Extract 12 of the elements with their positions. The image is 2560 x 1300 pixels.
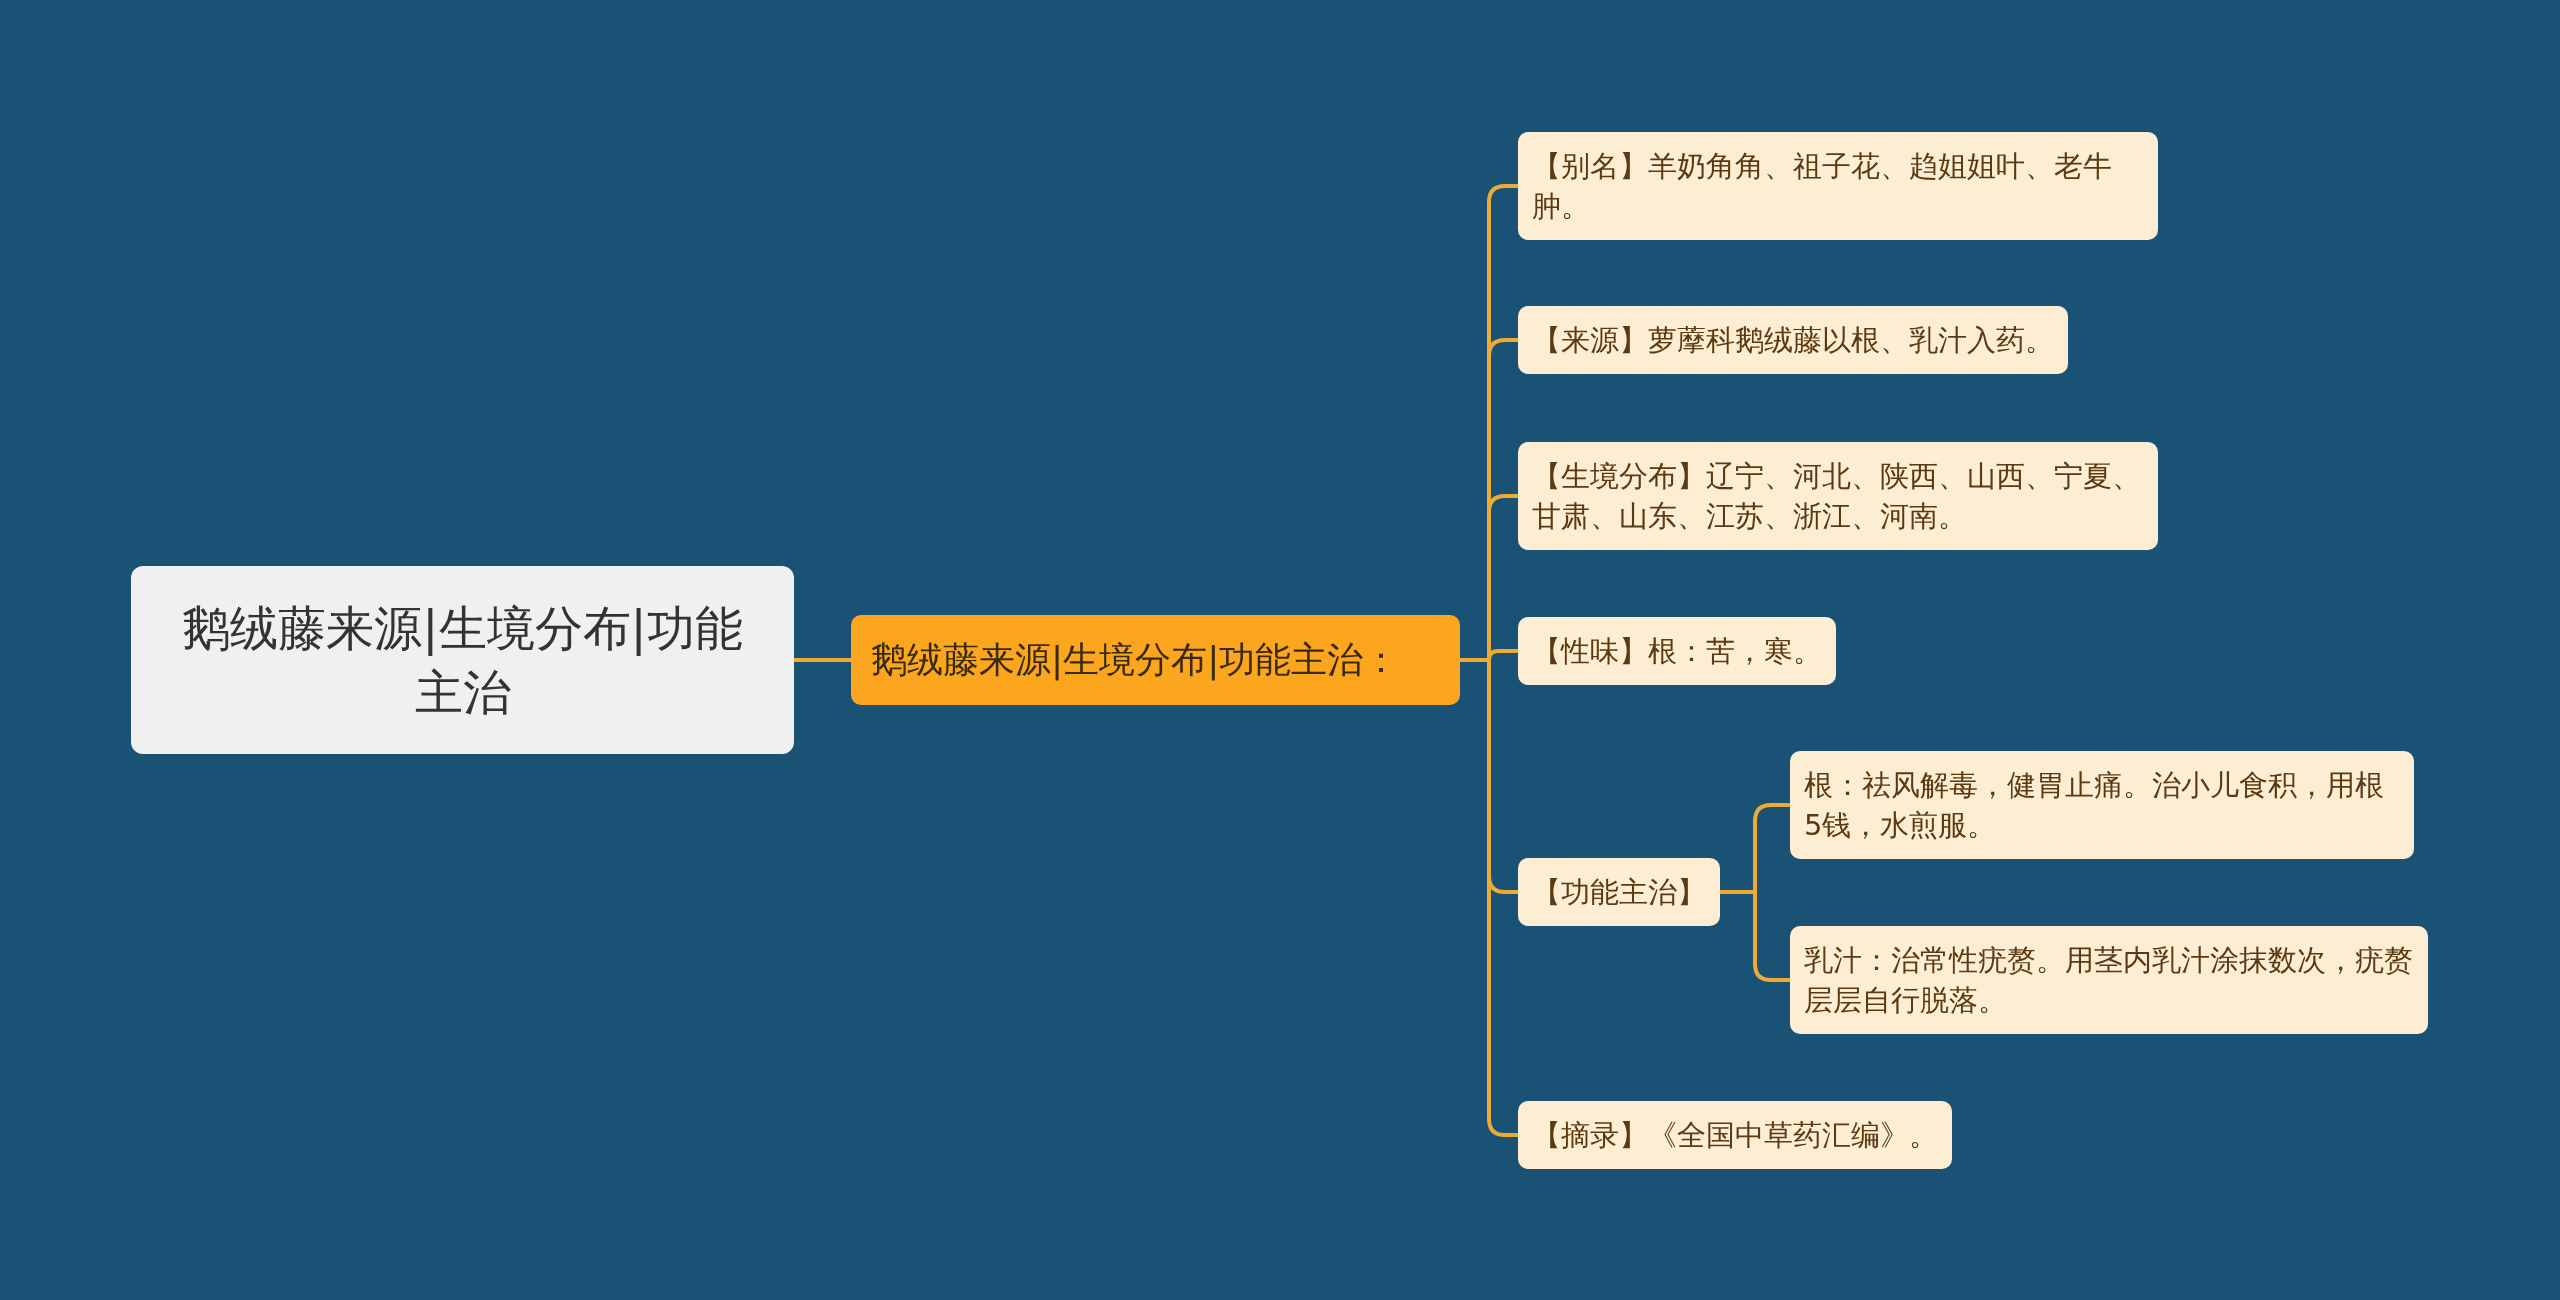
connector-line xyxy=(1460,658,1518,1137)
subtopic-box: 【功能主治】 xyxy=(1518,858,1720,926)
subtopic-box: 【生境分布】辽宁、河北、陕西、山西、宁夏、甘肃、山东、江苏、浙江、河南。 xyxy=(1518,442,2158,550)
central-topic-box: 鹅绒藤来源|生境分布|功能主治 xyxy=(131,566,794,754)
subtopic-box: 乳汁：治常性疣赘。用茎内乳汁涂抹数次，疣赘层层自行脱落。 xyxy=(1790,926,2428,1034)
subtopic-box: 【来源】萝藦科鹅绒藤以根、乳汁入药。 xyxy=(1518,306,2068,374)
subtopic-box: 根：祛风解毒，健胃止痛。治小儿食积，用根5钱，水煎服。 xyxy=(1790,751,2414,859)
main-branch-box: 鹅绒藤来源|生境分布|功能主治： xyxy=(851,615,1460,705)
subtopic-box: 【别名】羊奶角角、祖子花、趋姐姐叶、老牛肿。 xyxy=(1518,132,2158,240)
connector-line xyxy=(794,658,851,662)
subtopic-box: 【性味】根：苦，寒。 xyxy=(1518,617,1836,685)
subtopic-box: 【摘录】《全国中草药汇编》。 xyxy=(1518,1101,1952,1169)
